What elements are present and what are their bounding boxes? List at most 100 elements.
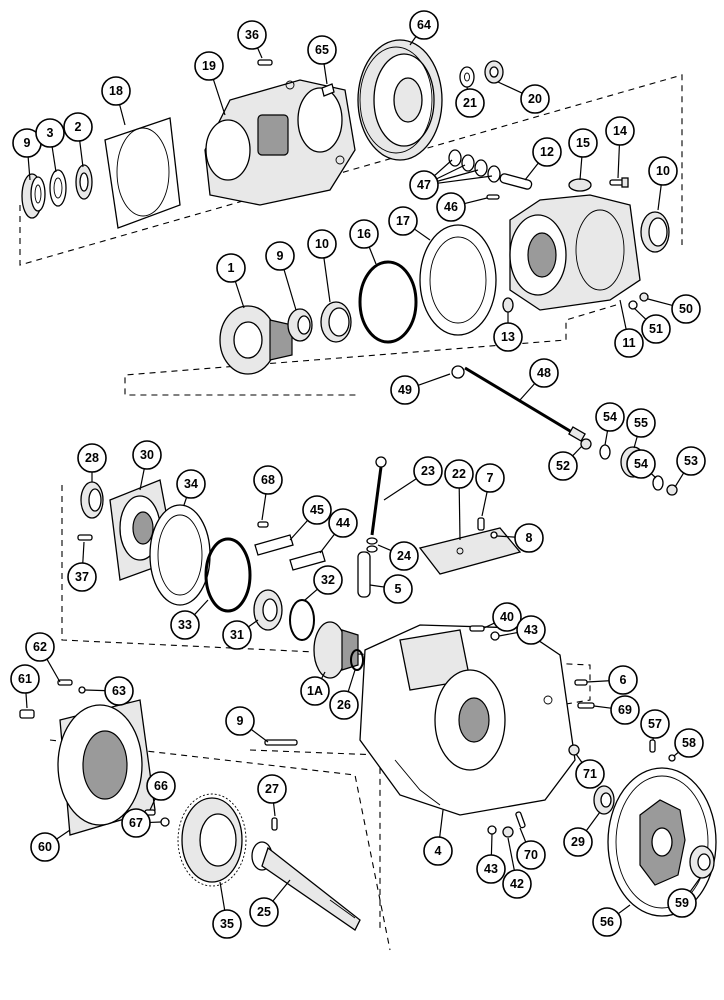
- callout-circle: [10, 664, 40, 694]
- callout-circle: [25, 632, 55, 662]
- bearing-31: [253, 589, 283, 631]
- callout-circle: [614, 328, 644, 358]
- callout-circle: [194, 51, 224, 81]
- callout-19: 19: [194, 51, 224, 81]
- callout-52: 52: [548, 451, 578, 481]
- callout-48: 48: [529, 358, 559, 388]
- callout-circle: [626, 408, 656, 438]
- callout-circle: [605, 116, 635, 146]
- key-65: [321, 83, 335, 97]
- leader-line-6: [586, 680, 610, 683]
- leader-line-9c: [250, 728, 269, 743]
- nut-20: [484, 60, 504, 84]
- callout-53: 53: [676, 446, 706, 476]
- shaft-25: [251, 841, 361, 931]
- leader-line-47: [436, 164, 466, 180]
- callout-8: 8: [514, 523, 544, 553]
- callout-circle: [520, 84, 550, 114]
- washer-8: [490, 531, 498, 539]
- callout-59: 59: [667, 888, 697, 918]
- callout-circle: [67, 562, 97, 592]
- callout-circle: [592, 907, 622, 937]
- leader-line-66: [149, 798, 156, 811]
- leader-line-43b: [490, 833, 493, 856]
- leader-line-42: [507, 837, 515, 871]
- leader-line-47: [437, 169, 479, 182]
- callout-circle: [132, 440, 162, 470]
- callout-14: 14: [605, 116, 635, 146]
- callout-66: 66: [146, 771, 176, 801]
- callout-55: 55: [626, 408, 656, 438]
- callout-circle: [648, 156, 678, 186]
- callout-number: 71: [583, 767, 597, 781]
- callout-circle: [575, 759, 605, 789]
- shims-47: [448, 149, 501, 183]
- leader-line-37: [82, 541, 85, 564]
- leader-line-40: [483, 622, 495, 629]
- callout-54a: 54: [595, 402, 625, 432]
- callout-circle: [532, 137, 562, 167]
- callout-circle: [35, 118, 65, 148]
- seal-29: [593, 785, 615, 815]
- callout-number: 10: [656, 164, 670, 178]
- transmission-case-4: [359, 624, 576, 816]
- callout-number: 63: [112, 684, 126, 698]
- leader-line-35: [219, 881, 226, 911]
- callout-circle: [146, 771, 176, 801]
- callout-number: 50: [679, 302, 693, 316]
- bolt-40: [469, 625, 485, 632]
- callout-circle: [674, 728, 704, 758]
- callout-number: 9: [277, 249, 284, 263]
- callout-number: 66: [154, 779, 168, 793]
- callout-circle: [307, 229, 337, 259]
- callout-circle: [667, 888, 697, 918]
- callout-71: 71: [575, 759, 605, 789]
- leader-line-71: [575, 753, 583, 763]
- callout-13: 13: [493, 322, 523, 352]
- bolt-62: [57, 679, 73, 686]
- bolt-37: [77, 534, 93, 541]
- callout-circle: [548, 451, 578, 481]
- callout-circle: [300, 676, 330, 706]
- callout-number: 2: [75, 120, 82, 134]
- bolt-61: [19, 709, 35, 719]
- callout-58: 58: [674, 728, 704, 758]
- leader-line-61: [25, 692, 28, 709]
- callout-number: 62: [33, 640, 47, 654]
- callout-number: 28: [85, 451, 99, 465]
- leader-line-49: [417, 373, 451, 386]
- gear-35: [177, 793, 247, 887]
- leader-line-63: [84, 689, 106, 692]
- leader-line-10b: [323, 257, 331, 303]
- callout-circle: [671, 294, 701, 324]
- leader-line-23: [383, 478, 417, 501]
- callout-number: 30: [140, 448, 154, 462]
- nut-42: [502, 826, 514, 838]
- callout-number: 14: [613, 124, 627, 138]
- leader-line-14: [617, 144, 621, 179]
- leader-line-50: [647, 298, 673, 307]
- callout-number: 35: [220, 917, 234, 931]
- gasket-34: [149, 504, 211, 606]
- bearing-59: [689, 845, 715, 879]
- callout-69: 69: [610, 695, 640, 725]
- callout-number: 8: [526, 531, 533, 545]
- leader-line-58: [673, 751, 679, 757]
- callout-36: 36: [237, 20, 267, 50]
- callout-circle: [307, 35, 337, 65]
- callout-47: 47: [409, 170, 439, 200]
- assembly-dashed-lines: [19, 74, 683, 951]
- callout-number: 55: [634, 416, 648, 430]
- callout-27: 27: [257, 774, 287, 804]
- bearing-cone-9-mid: [287, 308, 313, 342]
- callout-63: 63: [104, 676, 134, 706]
- leader-line-3: [51, 146, 57, 173]
- callout-circle: [63, 112, 93, 142]
- callout-22: 22: [444, 459, 474, 489]
- callout-number: 34: [184, 477, 198, 491]
- callout-21: 21: [455, 88, 485, 118]
- leader-line-70: [519, 827, 527, 843]
- leader-line-45: [289, 520, 309, 541]
- callout-circle: [413, 456, 443, 486]
- leader-line-43a: [498, 631, 518, 637]
